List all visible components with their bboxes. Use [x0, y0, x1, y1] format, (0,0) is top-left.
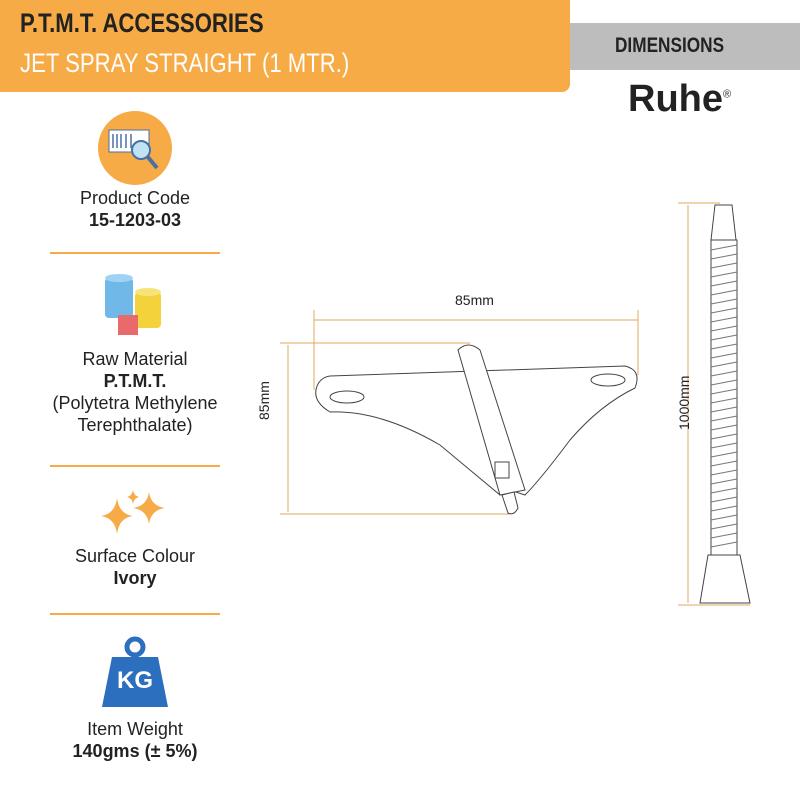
hose-coil: [710, 487, 738, 494]
spec-value: Ivory: [113, 568, 157, 588]
hose-coil: [710, 298, 738, 305]
hose-coil: [710, 325, 738, 332]
hose-coil: [710, 424, 738, 431]
product-title: JET SPRAY STRAIGHT (1 MTR.): [20, 48, 350, 78]
spec-label: Surface Colour: [74, 546, 196, 566]
hose-coil: [710, 334, 738, 341]
hose-coil: [710, 415, 738, 422]
hose-coil: [710, 496, 738, 503]
hose-coil: [710, 397, 738, 404]
hose-coil: [710, 379, 738, 386]
header-banner: P.T.M.T. ACCESSORIES JET SPRAY STRAIGHT …: [0, 0, 570, 92]
hose-coil: [710, 541, 738, 548]
dimensions-label: DIMENSIONS: [615, 34, 725, 57]
spec-surface-colour: Surface Colour Ivory: [30, 545, 240, 589]
hose-coil: [710, 523, 738, 530]
hose-coil: [710, 370, 738, 377]
holder-width-label: 85mm: [455, 292, 494, 308]
hose-coil: [710, 406, 738, 413]
hose-coil: [710, 451, 738, 458]
spec-label: Item Weight: [87, 719, 183, 739]
hose-coil: [710, 361, 738, 368]
hose-coil: [710, 262, 738, 269]
hose-coil: [710, 433, 738, 440]
divider: [50, 613, 220, 615]
hose-coil: [710, 271, 738, 278]
holder-drawing: [280, 310, 639, 515]
hose-coil: [710, 343, 738, 350]
hose-coil: [710, 289, 738, 296]
materials-icon: [105, 274, 161, 335]
holder-height-label: 85mm: [256, 381, 272, 420]
spec-value: 140gms (± 5%): [72, 741, 198, 761]
hose-coil: [710, 244, 738, 251]
hose-coil: [710, 352, 738, 359]
hose-coil: [710, 532, 738, 539]
spec-detail: (Polytetra Methylene: [52, 393, 218, 413]
sparkle-icon: [101, 490, 165, 534]
hose-coil: [710, 442, 738, 449]
hose-coil: [710, 388, 738, 395]
spec-label: Raw Material: [82, 349, 188, 369]
hose-length-label: 1000mm: [676, 375, 692, 430]
dimensions-band: [570, 23, 800, 70]
spec-raw-material: Raw Material P.T.M.T. (Polytetra Methyle…: [30, 348, 240, 436]
hose-coil: [710, 478, 738, 485]
spec-item-weight: Item Weight 140gms (± 5%): [30, 718, 240, 762]
hose-coil: [710, 514, 738, 521]
spec-detail: Terephthalate): [77, 415, 193, 435]
category-title: P.T.M.T. ACCESSORIES: [20, 8, 264, 38]
hose-coil: [710, 280, 738, 287]
hose-coil: [710, 469, 738, 476]
spec-product-code: Product Code 15-1203-03: [30, 187, 240, 231]
spec-value: 15-1203-03: [88, 210, 182, 230]
spec-value: P.T.M.T.: [103, 371, 167, 391]
brand-logo: Ruhe®: [628, 78, 731, 121]
brand-mark: ®: [723, 88, 732, 101]
hose-coil: [710, 316, 738, 323]
hose-drawing: [678, 202, 751, 606]
weight-icon: KG: [100, 635, 170, 711]
spec-label: Product Code: [79, 188, 191, 208]
divider: [50, 252, 220, 254]
barcode-search-icon: [98, 111, 172, 185]
hose-coil: [710, 460, 738, 467]
hose-coil: [710, 253, 738, 260]
weight-icon-text: KG: [117, 667, 153, 694]
brand-name: Ruhe: [628, 78, 723, 120]
hose-coil: [710, 307, 738, 314]
divider: [50, 465, 220, 467]
hose-coil: [710, 505, 738, 512]
